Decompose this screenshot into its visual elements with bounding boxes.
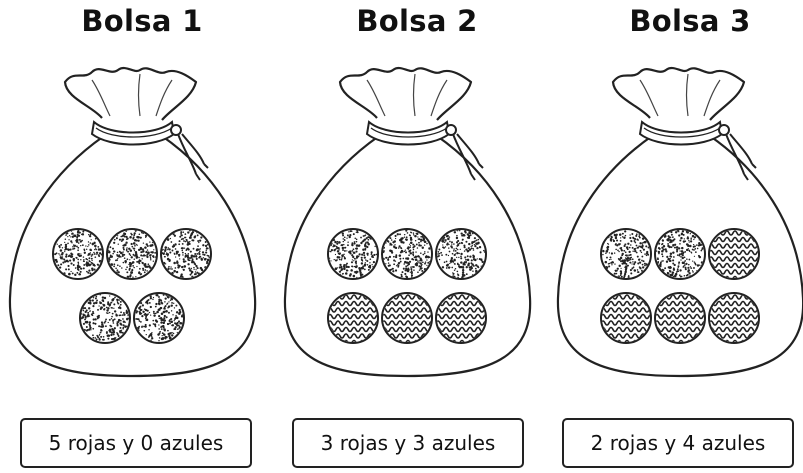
bag-1 [0,58,265,403]
red-ball [328,229,378,279]
red-ball [601,229,651,279]
bag-outline [10,68,255,376]
red-ball [382,229,432,279]
red-ball [53,229,103,279]
bag-3-label: 2 rojas y 4 azules [562,418,794,468]
red-ball [134,293,184,343]
bag-3-title: Bolsa 3 [580,4,800,38]
red-ball [80,293,130,343]
bag-2 [275,58,540,403]
red-ball [161,229,211,279]
bag-1-title: Bolsa 1 [32,4,252,38]
bag-3 [548,58,803,403]
bag-1-label: 5 rojas y 0 azules [20,418,252,468]
red-ball [655,229,705,279]
red-ball [436,229,486,279]
red-ball [107,229,157,279]
bag-2-title: Bolsa 2 [307,4,527,38]
bag-2-label: 3 rojas y 3 azules [292,418,524,468]
